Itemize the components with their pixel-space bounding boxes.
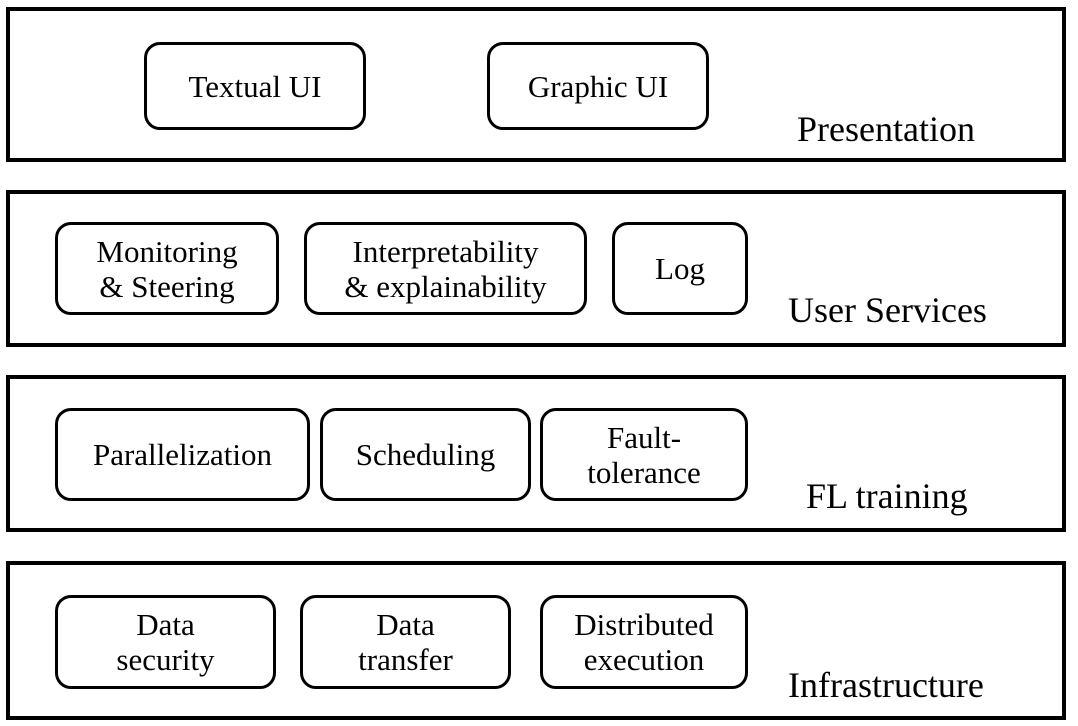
log-box: Log	[612, 222, 748, 315]
monitoring-steering-label-line1: Monitoring	[96, 233, 238, 269]
graphic-ui-box: Graphic UI	[487, 42, 709, 130]
parallelization-label: Parallelization	[92, 437, 273, 472]
interpretability-explainability-box: Interpretability & explainability	[304, 222, 587, 315]
data-security-box: Data security	[55, 595, 276, 689]
scheduling-box: Scheduling	[320, 408, 531, 501]
infrastructure-layer: Data security Data transfer Distributed …	[6, 561, 1066, 720]
fl-training-layer-title: FL training	[806, 476, 968, 516]
distributed-execution-label-line1: Distributed	[574, 607, 714, 642]
user-services-layer-title: User Services	[788, 290, 987, 330]
fault-tolerance-label-line2: tolerance	[587, 454, 701, 490]
data-security-label-line1: Data	[136, 607, 195, 642]
presentation-layer: Textual UI Graphic UI Presentation	[6, 7, 1066, 162]
user-services-layer: Monitoring & Steering Interpretability &…	[6, 190, 1066, 347]
log-label: Log	[655, 251, 705, 286]
fl-training-layer: Parallelization Scheduling Fault- tolera…	[6, 375, 1066, 532]
interpretability-label-line1: Interpretability	[352, 233, 539, 269]
distributed-execution-box: Distributed execution	[540, 595, 748, 689]
scheduling-label: Scheduling	[355, 437, 496, 472]
fault-tolerance-box: Fault- tolerance	[540, 408, 748, 501]
data-transfer-label-line2: transfer	[358, 642, 453, 677]
data-transfer-label-line1: Data	[376, 607, 435, 642]
interpretability-label-line2: & explainability	[344, 268, 547, 304]
infrastructure-layer-title: Infrastructure	[788, 665, 984, 705]
data-transfer-box: Data transfer	[300, 595, 511, 689]
distributed-execution-label-line2: execution	[583, 642, 705, 677]
textual-ui-box: Textual UI	[144, 42, 366, 130]
monitoring-steering-box: Monitoring & Steering	[55, 222, 279, 315]
parallelization-box: Parallelization	[55, 408, 310, 501]
graphic-ui-label: Graphic UI	[527, 68, 669, 104]
textual-ui-label: Textual UI	[188, 68, 322, 104]
monitoring-steering-label-line2: & Steering	[99, 268, 235, 304]
fault-tolerance-label-line1: Fault-	[606, 419, 682, 455]
data-security-label-line2: security	[116, 642, 215, 677]
presentation-layer-title: Presentation	[797, 109, 975, 149]
